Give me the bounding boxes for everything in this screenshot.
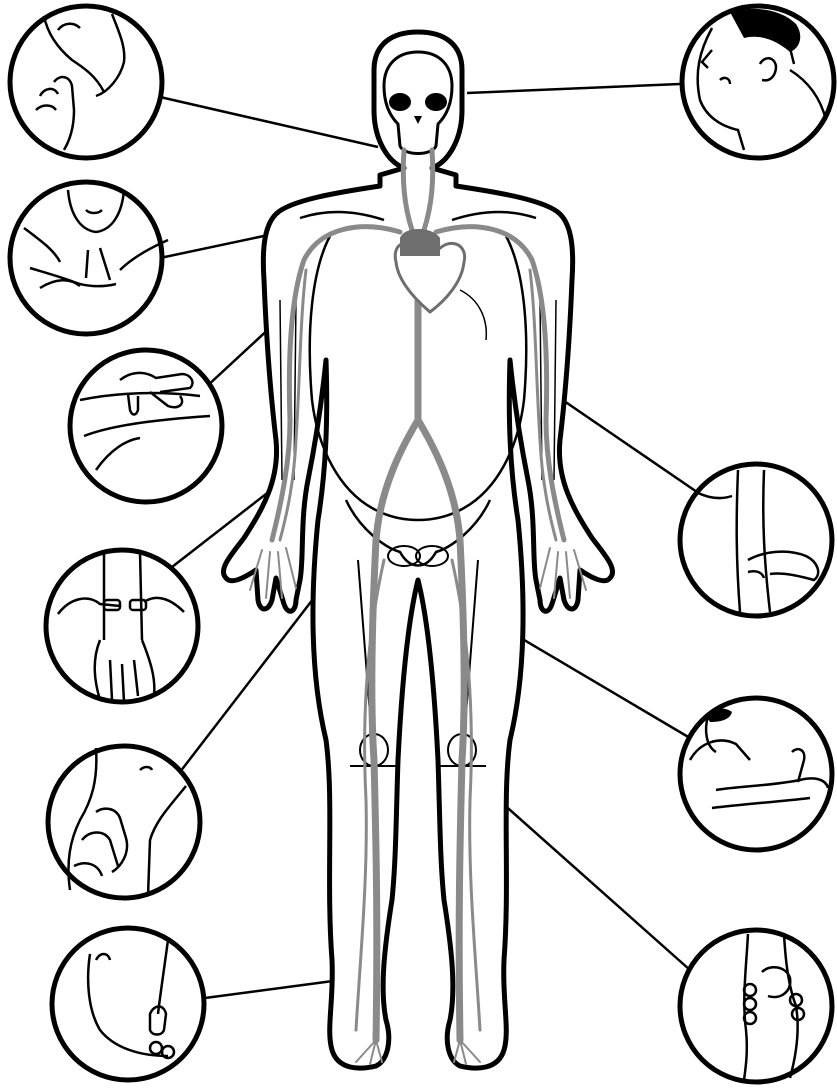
pulse-point-temporal	[682, 6, 834, 158]
connector-carotid	[160, 97, 378, 147]
pulse-point-radial	[46, 550, 198, 702]
skull-eye-right	[425, 93, 447, 111]
pulse-point-brachial	[70, 350, 222, 502]
pulse-point-dorsalis-pedis	[52, 928, 204, 1080]
pulse-point-subclavian	[10, 182, 168, 334]
pulse-point-posterior-tibial	[680, 930, 832, 1082]
pulse-point-popliteal	[680, 698, 832, 850]
body-outline	[223, 32, 612, 1068]
skull-eye-left	[389, 93, 411, 111]
pulse-point-carotid	[10, 6, 162, 158]
connector-cubital	[548, 390, 697, 492]
pulse-point-femoral	[48, 746, 200, 898]
connector-temporal	[467, 84, 680, 93]
pulse-point-cubital	[680, 464, 832, 616]
